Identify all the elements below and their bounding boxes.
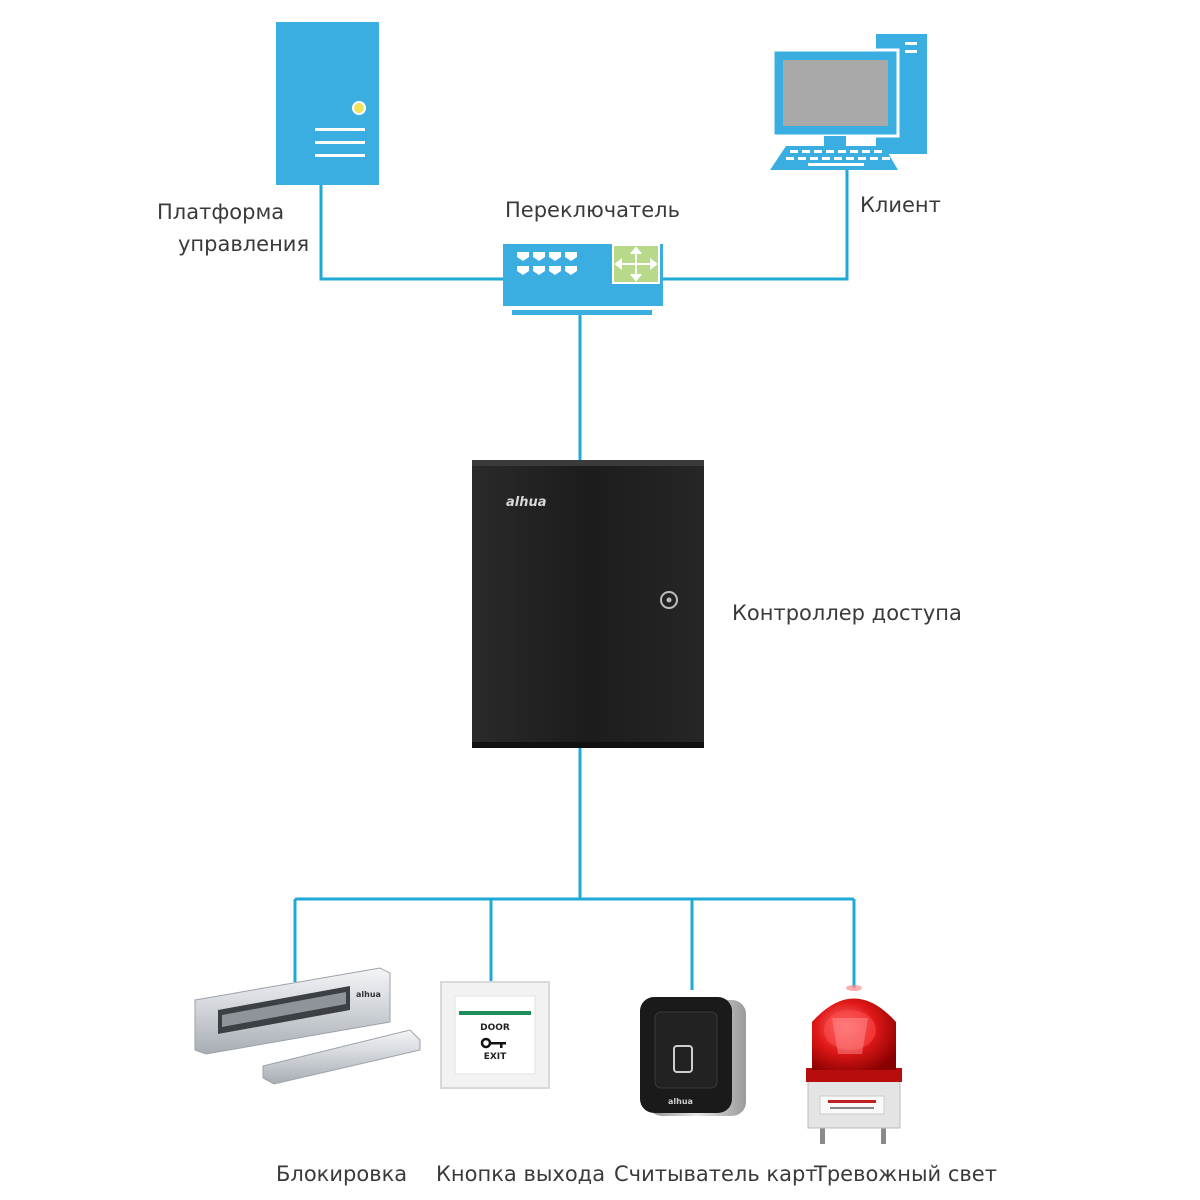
- platform-label-line2: управления: [178, 232, 310, 256]
- exit-button-door-text: DOOR: [480, 1023, 510, 1033]
- access-controller-icon: alhua: [472, 460, 704, 748]
- card-reader-label: Считыватель карт: [614, 1162, 818, 1186]
- lock-brand-logo: alhua: [356, 990, 381, 999]
- network-switch-icon: [503, 244, 663, 315]
- controller-brand-logo: alhua: [506, 495, 547, 510]
- exit-button-icon: DOOR EXIT: [440, 981, 550, 1089]
- magnetic-lock-icon: alhua: [194, 967, 421, 1085]
- platform-label-line1: Платформа: [157, 200, 285, 224]
- alarm-light-label: Тревожный свет: [814, 1162, 997, 1186]
- client-switch-link: [663, 170, 849, 281]
- reader-brand-logo: alhua: [668, 1097, 693, 1106]
- switch-label: Переключатель: [505, 198, 680, 222]
- server-icon: [276, 22, 379, 185]
- computer-icon: [770, 34, 927, 170]
- client-label: Клиент: [860, 193, 941, 217]
- lock-label: Блокировка: [276, 1162, 408, 1186]
- controller-label: Контроллер доступа: [732, 601, 962, 625]
- alarm-light-icon: [806, 985, 902, 1144]
- exit-button-exit-text: EXIT: [484, 1052, 507, 1062]
- card-reader-icon: alhua: [640, 997, 746, 1116]
- connector-lines: [293, 170, 856, 990]
- exit-button-label: Кнопка выхода: [436, 1162, 606, 1186]
- platform-switch-link: [319, 185, 503, 281]
